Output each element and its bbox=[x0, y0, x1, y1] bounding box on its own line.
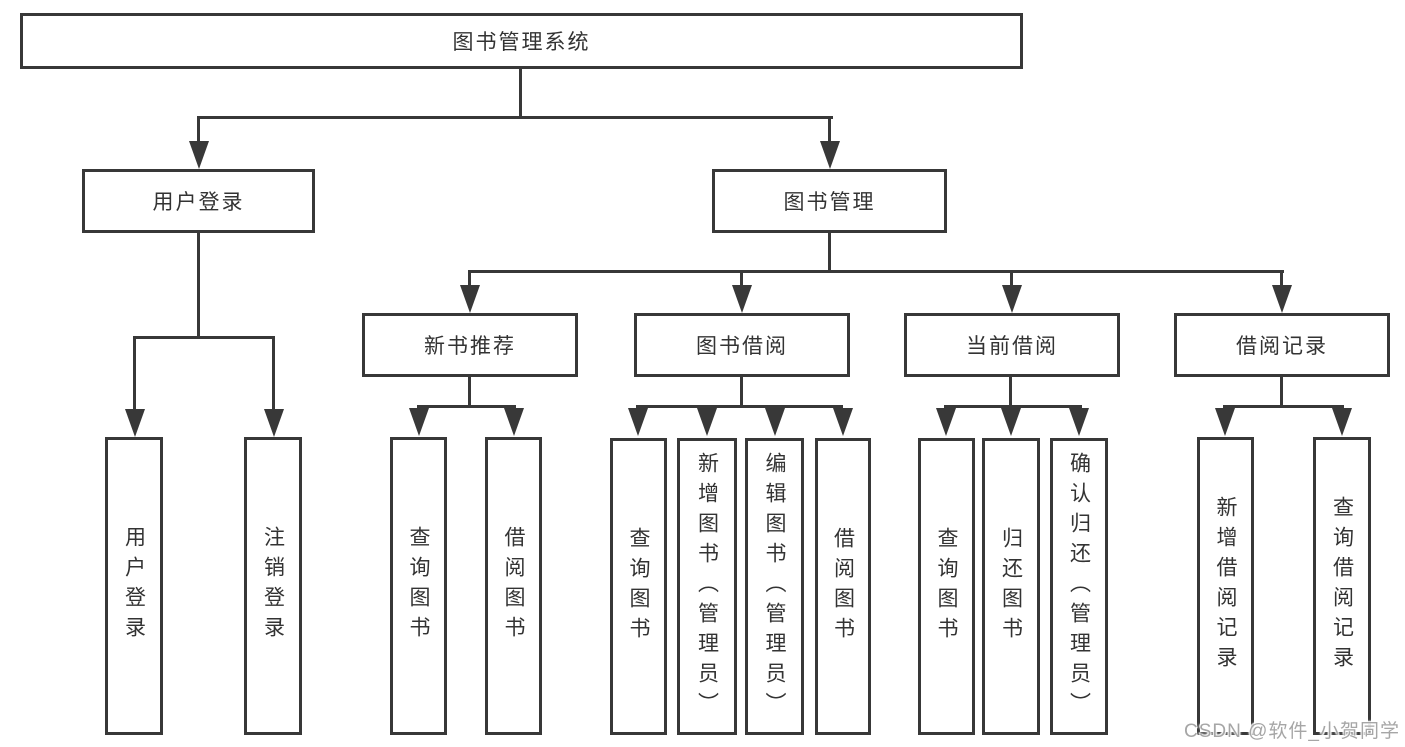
node-label: 编辑图书（管理员） bbox=[763, 451, 786, 722]
connector-line bbox=[1280, 270, 1283, 288]
connector-line bbox=[1280, 377, 1283, 408]
arrow-down-icon bbox=[264, 409, 284, 437]
node-label: 新书推荐 bbox=[424, 335, 516, 358]
connector-line bbox=[740, 270, 743, 288]
connector-line bbox=[417, 405, 516, 408]
node-label: 借阅记录 bbox=[1236, 335, 1328, 358]
leaf-borrow-books-1: 借阅图书 bbox=[485, 437, 542, 735]
arrow-down-icon bbox=[628, 408, 648, 436]
node-user-login: 用户登录 bbox=[82, 169, 315, 233]
arrow-down-icon bbox=[504, 408, 524, 436]
arrow-down-icon bbox=[820, 141, 840, 169]
leaf-borrow-books-2: 借阅图书 bbox=[815, 438, 871, 735]
arrow-down-icon bbox=[125, 409, 145, 437]
leaf-return-books: 归还图书 bbox=[982, 438, 1040, 735]
node-label: 借阅图书 bbox=[831, 526, 855, 647]
node-label: 借阅图书 bbox=[502, 526, 525, 646]
node-label: 注销登录 bbox=[261, 526, 285, 646]
connector-line bbox=[740, 377, 743, 408]
node-new-book-recommend: 新书推荐 bbox=[362, 313, 578, 377]
leaf-edit-books-admin: 编辑图书（管理员） bbox=[745, 438, 804, 735]
node-label: 查询图书 bbox=[407, 526, 430, 646]
connector-line bbox=[1223, 405, 1344, 408]
watermark: CSDN @软件_小贺同学 bbox=[1184, 721, 1400, 742]
arrow-down-icon bbox=[1332, 408, 1352, 436]
node-label: 图书管理系统 bbox=[452, 31, 591, 54]
node-label: 图书管理 bbox=[783, 191, 876, 214]
arrow-down-icon bbox=[1215, 408, 1235, 436]
arrow-down-icon bbox=[1001, 408, 1021, 436]
node-label: 归还图书 bbox=[999, 526, 1023, 647]
node-label: 查询图书 bbox=[627, 526, 650, 647]
arrow-down-icon bbox=[833, 408, 853, 436]
connector-line bbox=[828, 233, 831, 273]
connector-line bbox=[468, 270, 471, 288]
leaf-add-borrow-record: 新增借阅记录 bbox=[1197, 437, 1254, 735]
arrow-down-icon bbox=[409, 408, 429, 436]
connector-line bbox=[197, 116, 200, 148]
node-label: 查询图书 bbox=[935, 526, 958, 647]
connector-line bbox=[468, 270, 1284, 273]
node-label: 确认归还（管理员） bbox=[1067, 451, 1091, 722]
leaf-logout: 注销登录 bbox=[244, 437, 302, 735]
leaf-query-borrow-record: 查询借阅记录 bbox=[1313, 437, 1371, 735]
connector-line bbox=[272, 336, 275, 414]
connector-line bbox=[1010, 270, 1013, 288]
connector-line bbox=[519, 69, 522, 118]
node-label: 新增借阅记录 bbox=[1214, 496, 1237, 676]
node-book-borrow: 图书借阅 bbox=[634, 313, 850, 377]
node-borrow-records: 借阅记录 bbox=[1174, 313, 1390, 377]
leaf-query-books-2: 查询图书 bbox=[610, 438, 667, 735]
node-label: 用户登录 bbox=[152, 191, 245, 214]
leaf-user-login: 用户登录 bbox=[105, 437, 163, 735]
connector-line bbox=[197, 116, 833, 119]
node-label: 当前借阅 bbox=[966, 335, 1058, 358]
node-label: 新增图书（管理员） bbox=[695, 451, 719, 722]
node-label: 用户登录 bbox=[122, 526, 146, 646]
arrow-down-icon bbox=[460, 285, 480, 313]
node-library-system: 图书管理系统 bbox=[20, 13, 1023, 69]
connector-line bbox=[133, 336, 275, 339]
arrow-down-icon bbox=[732, 285, 752, 313]
connector-line bbox=[468, 377, 471, 408]
connector-line bbox=[636, 405, 843, 408]
connector-line bbox=[197, 233, 200, 339]
arrow-down-icon bbox=[1272, 285, 1292, 313]
arrow-down-icon bbox=[1069, 408, 1089, 436]
arrow-down-icon bbox=[189, 141, 209, 169]
arrow-down-icon bbox=[765, 408, 785, 436]
connector-line bbox=[133, 336, 136, 414]
connector-line bbox=[1009, 377, 1012, 408]
leaf-query-books-3: 查询图书 bbox=[918, 438, 975, 735]
node-label: 查询借阅记录 bbox=[1330, 496, 1354, 676]
node-current-borrow: 当前借阅 bbox=[904, 313, 1120, 377]
connector-line bbox=[828, 116, 831, 148]
arrow-down-icon bbox=[697, 408, 717, 436]
leaf-add-books-admin: 新增图书（管理员） bbox=[677, 438, 737, 735]
node-label: 图书借阅 bbox=[696, 335, 788, 358]
arrow-down-icon bbox=[936, 408, 956, 436]
node-book-management: 图书管理 bbox=[712, 169, 947, 233]
arrow-down-icon bbox=[1002, 285, 1022, 313]
leaf-query-books-1: 查询图书 bbox=[390, 437, 447, 735]
leaf-confirm-return-admin: 确认归还（管理员） bbox=[1050, 438, 1108, 735]
connector-line bbox=[944, 405, 1082, 408]
